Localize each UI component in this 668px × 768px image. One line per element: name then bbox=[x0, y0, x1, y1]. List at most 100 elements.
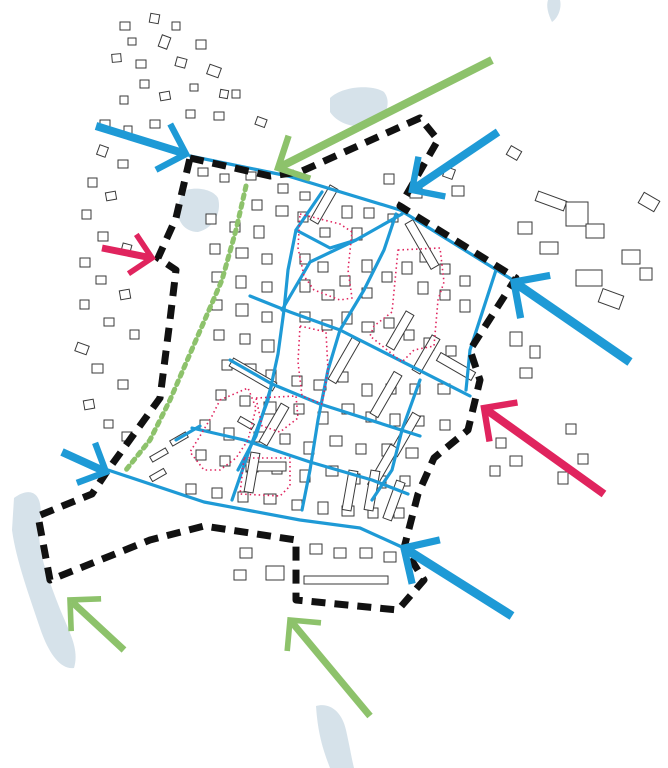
courtyard-zones bbox=[189, 213, 445, 497]
building bbox=[389, 413, 401, 427]
building bbox=[361, 259, 373, 273]
building bbox=[279, 433, 291, 445]
building bbox=[557, 471, 569, 485]
building bbox=[199, 419, 211, 431]
building bbox=[251, 199, 263, 211]
building bbox=[341, 205, 353, 219]
building bbox=[74, 341, 90, 356]
building-row bbox=[385, 310, 415, 351]
building bbox=[509, 455, 523, 467]
blue-access-arrow-icon bbox=[509, 271, 633, 366]
building bbox=[383, 317, 395, 329]
building bbox=[565, 201, 589, 227]
building bbox=[317, 501, 329, 515]
building bbox=[519, 367, 533, 379]
building bbox=[451, 185, 465, 197]
courtyard-zone bbox=[297, 213, 353, 301]
building bbox=[91, 363, 104, 374]
street bbox=[464, 268, 498, 392]
building bbox=[575, 269, 603, 287]
building bbox=[439, 289, 451, 301]
building bbox=[239, 547, 253, 559]
building bbox=[261, 281, 273, 293]
building bbox=[213, 329, 225, 341]
building bbox=[309, 543, 323, 555]
pedestrian-access-arrow-icon bbox=[101, 232, 156, 277]
building bbox=[171, 21, 181, 31]
building bbox=[118, 288, 132, 301]
pedestrian-access-arrow-icon bbox=[480, 399, 607, 498]
building bbox=[79, 299, 90, 310]
building bbox=[236, 415, 256, 431]
building bbox=[149, 447, 169, 463]
building bbox=[174, 56, 188, 69]
building bbox=[275, 205, 289, 217]
building bbox=[291, 499, 303, 511]
building bbox=[495, 437, 507, 449]
building bbox=[565, 423, 577, 435]
building bbox=[139, 79, 150, 89]
building bbox=[253, 225, 265, 239]
building bbox=[381, 271, 393, 283]
building bbox=[117, 379, 129, 390]
building bbox=[97, 231, 109, 242]
building bbox=[235, 275, 247, 289]
green-corridor bbox=[123, 183, 249, 473]
building bbox=[205, 213, 217, 225]
building bbox=[355, 443, 367, 455]
building bbox=[459, 299, 471, 313]
courtyard-zone bbox=[189, 387, 257, 471]
building bbox=[439, 263, 451, 275]
building bbox=[104, 190, 118, 202]
blue-access-arrow-icon bbox=[408, 128, 501, 200]
building bbox=[103, 419, 114, 429]
building bbox=[261, 311, 273, 323]
building bbox=[639, 267, 653, 281]
building bbox=[213, 111, 225, 121]
street bbox=[280, 212, 404, 312]
building bbox=[637, 191, 661, 213]
street bbox=[106, 468, 406, 550]
blue-access-arrow-icon bbox=[399, 536, 515, 620]
building bbox=[383, 173, 395, 185]
street bbox=[228, 358, 422, 438]
water-northeast bbox=[547, 0, 561, 22]
building bbox=[401, 261, 413, 275]
building-row bbox=[258, 402, 290, 447]
green-link-arrow-icon bbox=[67, 596, 127, 653]
building bbox=[577, 453, 589, 465]
building bbox=[185, 483, 197, 495]
street bbox=[294, 228, 358, 250]
building bbox=[135, 59, 147, 69]
building-row bbox=[435, 351, 477, 382]
building bbox=[237, 491, 249, 503]
building bbox=[489, 465, 501, 477]
river-south bbox=[316, 705, 354, 768]
building bbox=[359, 547, 373, 559]
building bbox=[149, 119, 161, 129]
building bbox=[439, 419, 451, 431]
building bbox=[621, 249, 641, 265]
building bbox=[319, 227, 331, 238]
building-footprints bbox=[74, 12, 661, 585]
building bbox=[119, 21, 131, 31]
building bbox=[235, 303, 249, 317]
building bbox=[417, 281, 429, 295]
building bbox=[383, 551, 397, 563]
building bbox=[361, 383, 373, 397]
building bbox=[148, 12, 161, 25]
building bbox=[79, 257, 91, 268]
access-arrows bbox=[60, 56, 633, 719]
street bbox=[370, 378, 422, 502]
courtyard-zone bbox=[255, 395, 299, 433]
courtyard-zone bbox=[239, 457, 291, 497]
building bbox=[265, 565, 285, 581]
building bbox=[299, 253, 311, 265]
building bbox=[157, 34, 172, 50]
building bbox=[505, 144, 523, 162]
building-row bbox=[404, 219, 440, 270]
building bbox=[339, 275, 351, 287]
building bbox=[219, 455, 231, 467]
blue-access-arrow-icon bbox=[60, 441, 111, 486]
